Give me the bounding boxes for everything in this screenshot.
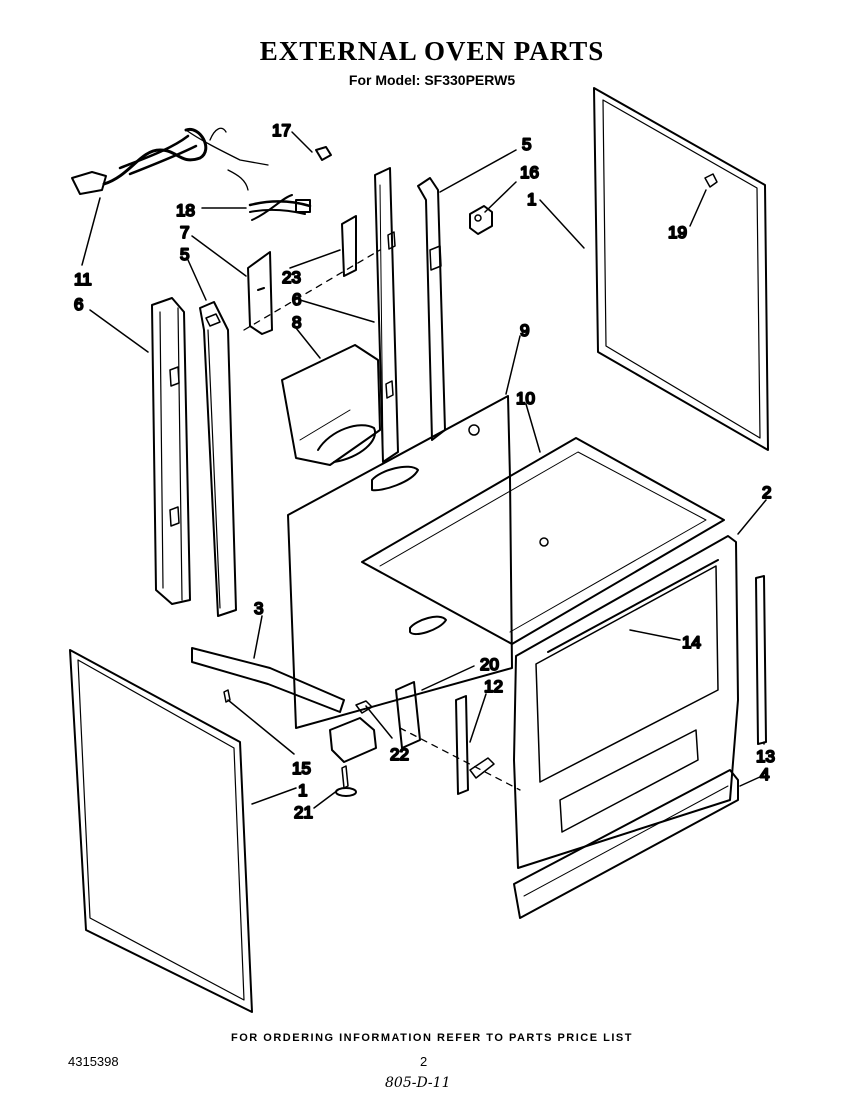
front-strip-part-left — [199, 301, 237, 617]
callout-1-left: 1 — [298, 781, 307, 800]
callout-10: 10 — [516, 389, 535, 408]
page-title: EXTERNAL OVEN PARTS — [259, 36, 605, 66]
front-strip-part-right — [417, 177, 446, 441]
callout-14: 14 — [682, 633, 701, 652]
front-frame-part — [513, 535, 739, 869]
document-number: 4315398 — [68, 1054, 119, 1069]
callout-20: 20 — [480, 655, 499, 674]
strip-part — [341, 215, 357, 277]
bracket-part-20 — [395, 681, 421, 749]
callout-15: 15 — [292, 759, 311, 778]
screw-part-15 — [223, 689, 231, 703]
side-panel-part — [69, 649, 253, 1013]
model-subtitle: For Model: SF330PERW5 — [348, 72, 516, 88]
callout-3: 3 — [254, 599, 263, 618]
callout-8: 8 — [292, 313, 301, 332]
callout-5-left: 5 — [180, 245, 189, 264]
center-side-panel-part — [374, 167, 399, 463]
ordering-info-note: FOR ORDERING INFORMATION REFER TO PARTS … — [231, 1032, 633, 1044]
callout-6-left: 6 — [74, 295, 83, 314]
hinge-part — [455, 695, 495, 795]
oven-side-panel-part — [287, 395, 513, 729]
callout-21: 21 — [294, 803, 313, 822]
callout-6-center: 6 — [292, 290, 301, 309]
power-cord-part — [71, 127, 269, 195]
handwritten-code: 805-D-11 — [385, 1075, 451, 1091]
rear-panel-part — [593, 87, 769, 451]
leader-lines — [81, 131, 767, 809]
vent-duct-part — [281, 344, 381, 466]
switch-part — [469, 205, 493, 235]
clip-part — [315, 146, 332, 161]
callout-19: 19 — [668, 223, 687, 242]
kick-plate-part — [513, 769, 739, 919]
page-number: 2 — [420, 1054, 428, 1069]
wire-harness-part — [248, 194, 312, 221]
callout-16: 16 — [520, 163, 539, 182]
callout-4: 4 — [760, 765, 769, 784]
callout-23: 23 — [282, 268, 301, 287]
leveling-foot-part — [335, 765, 357, 797]
callout-5-top: 5 — [522, 135, 531, 154]
bottom-rail-part — [191, 647, 345, 713]
callout-22: 22 — [390, 745, 409, 764]
screw-part-22 — [355, 700, 373, 714]
bracket-part — [247, 251, 273, 335]
callout-18: 18 — [176, 201, 195, 220]
assembly-guide-lines — [243, 249, 521, 791]
callout-9: 9 — [520, 321, 529, 340]
callout-7: 7 — [180, 223, 189, 242]
callout-1-right: 1 — [527, 190, 536, 209]
leveling-leg-part — [329, 717, 377, 763]
callout-12: 12 — [484, 677, 503, 696]
left-side-panel-part — [151, 297, 191, 605]
callout-labels: 17 5 16 1 18 7 5 19 23 11 6 6 8 9 10 2 3… — [73, 120, 776, 823]
oven-top-part — [361, 437, 725, 645]
callout-13: 13 — [756, 747, 775, 766]
callout-11: 11 — [74, 270, 92, 289]
side-strip-part — [755, 575, 767, 745]
callout-17: 17 — [272, 121, 291, 140]
callout-2: 2 — [762, 483, 771, 502]
